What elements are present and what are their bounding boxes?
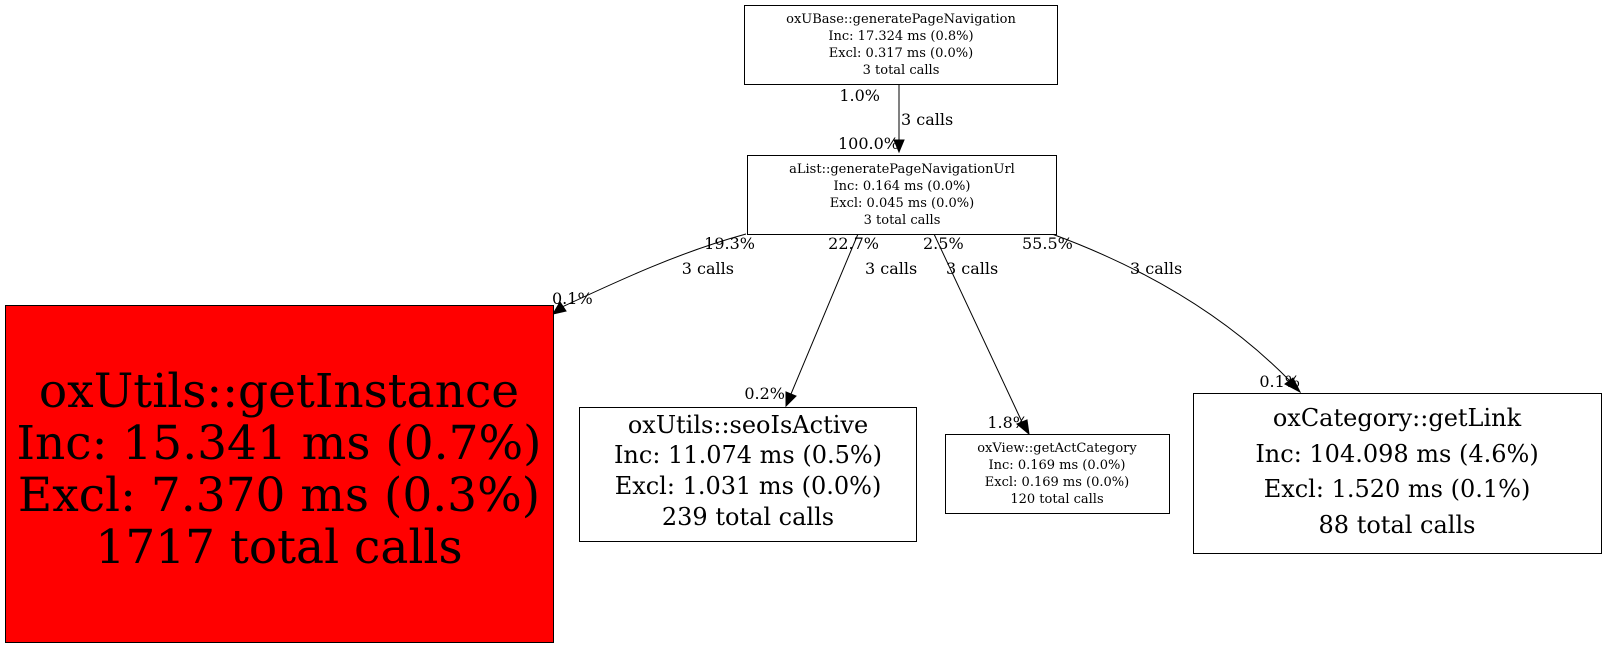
node-box <box>945 434 1170 514</box>
node-inclusive-time: Inc: 15.341 ms (0.7%) <box>16 416 541 471</box>
edge-call-count: 3 calls <box>946 259 998 278</box>
node-total-calls: 120 total calls <box>1010 492 1103 507</box>
node-total-calls: 239 total calls <box>662 503 834 531</box>
node-inclusive-time: Inc: 17.324 ms (0.8%) <box>828 29 973 44</box>
node-exclusive-time: Excl: 7.370 ms (0.3%) <box>18 468 540 523</box>
arrowhead <box>785 391 797 408</box>
edge-tail-percent: 19.3% <box>704 234 755 253</box>
node-exclusive-time: Excl: 1.520 ms (0.1%) <box>1264 475 1531 503</box>
edge-call-count: 3 calls <box>865 259 917 278</box>
node-inclusive-time: Inc: 0.164 ms (0.0%) <box>834 179 971 194</box>
edge-head-percent: 0.1% <box>1259 372 1300 391</box>
arrowhead <box>893 139 905 154</box>
edge-tail-percent: 2.5% <box>923 234 964 253</box>
edge-tail-percent: 1.0% <box>839 86 880 105</box>
edge-url-to-link: 55.5% 3 calls 0.1% <box>1022 233 1302 394</box>
edge-url-to-actcat: 2.5% 3 calls 1.8% <box>923 233 1030 436</box>
node-total-calls: 1717 total calls <box>95 520 462 575</box>
edge-line <box>561 233 747 308</box>
node-function-name: oxUBase::generatePageNavigation <box>786 12 1016 27</box>
node-exclusive-time: Excl: 1.031 ms (0.0%) <box>615 472 882 500</box>
node-generate-page-navigation-url[interactable]: aList::generatePageNavigationUrl Inc: 0.… <box>747 155 1057 235</box>
node-box <box>579 407 917 542</box>
edge-head-percent: 1.8% <box>987 413 1028 432</box>
edge-nav-to-url: 1.0% 3 calls 100.0% <box>838 84 953 154</box>
edge-head-percent: 100.0% <box>838 134 899 153</box>
node-get-link[interactable]: oxCategory::getLink Inc: 104.098 ms (4.6… <box>1193 393 1602 554</box>
node-total-calls: 3 total calls <box>863 63 940 78</box>
node-function-name: oxView::getActCategory <box>977 441 1137 456</box>
node-inclusive-time: Inc: 0.169 ms (0.0%) <box>989 458 1126 473</box>
edge-tail-percent: 55.5% <box>1022 234 1073 253</box>
node-box <box>5 305 554 643</box>
node-function-name: aList::generatePageNavigationUrl <box>789 162 1015 177</box>
edge-url-to-seo: 22.7% 3 calls 0.2% <box>744 233 917 408</box>
edge-line <box>790 233 859 395</box>
edge-call-count: 3 calls <box>1130 259 1182 278</box>
node-exclusive-time: Excl: 0.169 ms (0.0%) <box>985 475 1129 490</box>
node-box <box>747 155 1057 235</box>
node-inclusive-time: Inc: 104.098 ms (4.6%) <box>1255 440 1538 468</box>
edge-url-to-instance: 19.3% 3 calls 0.1% <box>551 233 755 315</box>
edge-line <box>1051 233 1291 382</box>
edge-call-count: 3 calls <box>682 259 734 278</box>
node-box <box>1193 393 1602 554</box>
edge-tail-percent: 22.7% <box>828 234 879 253</box>
node-get-instance[interactable]: oxUtils::getInstance Inc: 15.341 ms (0.7… <box>5 305 554 643</box>
edge-head-percent: 0.2% <box>744 384 785 403</box>
arrowhead <box>551 301 567 315</box>
edge-head-percent: 0.1% <box>552 289 593 308</box>
arrowhead <box>1016 419 1030 436</box>
node-total-calls: 88 total calls <box>1319 511 1476 539</box>
node-get-act-category[interactable]: oxView::getActCategory Inc: 0.169 ms (0.… <box>945 434 1170 514</box>
arrowhead <box>1284 377 1302 394</box>
node-function-name: oxUtils::seoIsActive <box>628 411 868 439</box>
node-inclusive-time: Inc: 11.074 ms (0.5%) <box>614 441 882 469</box>
node-exclusive-time: Excl: 0.045 ms (0.0%) <box>830 196 974 211</box>
node-exclusive-time: Excl: 0.317 ms (0.0%) <box>829 46 973 61</box>
node-function-name: oxCategory::getLink <box>1273 404 1522 432</box>
node-total-calls: 3 total calls <box>864 213 941 228</box>
node-generate-page-navigation[interactable]: oxUBase::generatePageNavigation Inc: 17.… <box>744 5 1058 85</box>
node-box <box>744 5 1058 85</box>
edge-call-count: 3 calls <box>901 110 953 129</box>
node-function-name: oxUtils::getInstance <box>39 364 519 419</box>
edge-line <box>933 233 1023 423</box>
node-seo-is-active[interactable]: oxUtils::seoIsActive Inc: 11.074 ms (0.5… <box>579 407 917 542</box>
